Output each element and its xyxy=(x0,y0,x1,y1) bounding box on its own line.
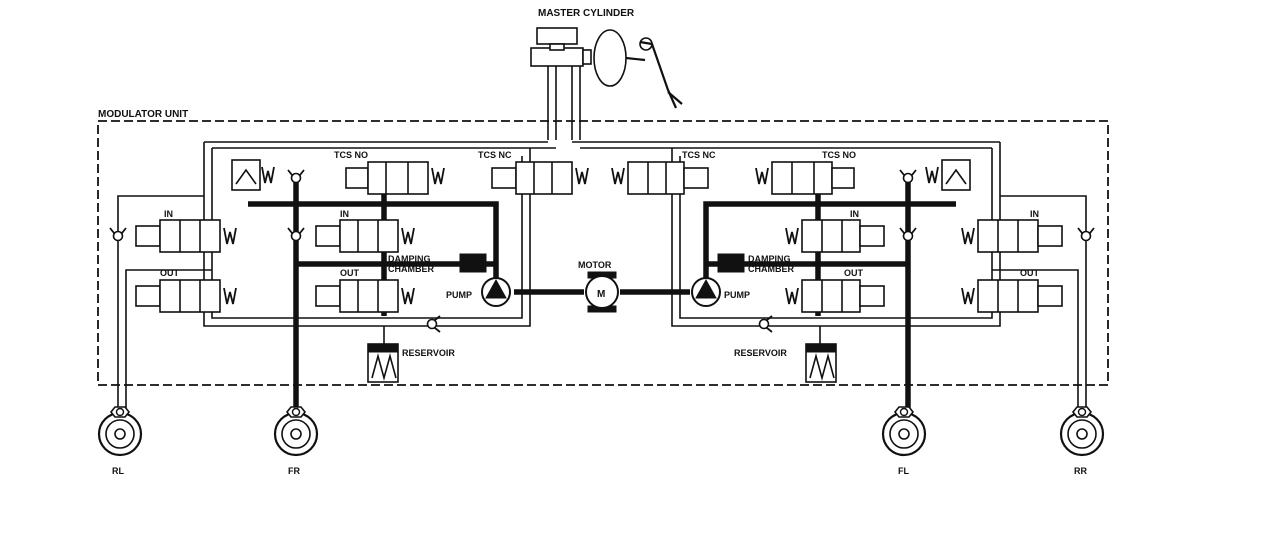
reservoir-right-label: RESERVOIR xyxy=(734,348,787,358)
damping-right-label-1: DAMPING xyxy=(748,254,791,264)
in-fr-label: IN xyxy=(340,209,349,219)
wheel-rr xyxy=(1059,405,1105,457)
tcs-nc-left-label: TCS NC xyxy=(478,150,512,160)
left-valve-bank xyxy=(135,159,589,313)
master-cylinder-label: MASTER CYLINDER xyxy=(538,8,635,19)
motor-label: MOTOR xyxy=(578,260,612,270)
pump-right-label: PUMP xyxy=(724,290,750,300)
wheel-rl xyxy=(97,405,143,457)
tcs-nc-right-label: TCS NC xyxy=(682,150,716,160)
wheel-fl xyxy=(881,405,927,457)
out-fl-label: OUT xyxy=(844,268,864,278)
pump-right xyxy=(691,277,721,307)
in-rr-label: IN xyxy=(1030,209,1039,219)
reservoir-left xyxy=(367,343,399,383)
reservoir-right xyxy=(805,343,837,383)
pump-left xyxy=(481,277,511,307)
damping-left-label-1: DAMPING xyxy=(388,254,431,264)
damping-right-label-2: CHAMBER xyxy=(748,264,794,274)
damping-left-label-2: CHAMBER xyxy=(388,264,434,274)
tcs-no-right-label: TCS NO xyxy=(822,150,856,160)
wheel-rr-label: RR xyxy=(1074,466,1087,476)
pump-left-label: PUMP xyxy=(446,290,472,300)
right-valve-bank xyxy=(611,159,1063,313)
wheel-fr-label: FR xyxy=(288,466,300,476)
wheel-rl-label: RL xyxy=(112,466,124,476)
in-fl-label: IN xyxy=(850,209,859,219)
hydraulic-lines-thin xyxy=(117,141,1087,420)
tcs-no-left-label: TCS NO xyxy=(334,150,368,160)
modulator-unit-label: MODULATOR UNIT xyxy=(98,109,188,120)
wheel-fr xyxy=(273,405,319,457)
reservoir-left-label: RESERVOIR xyxy=(402,348,455,358)
out-fr-label: OUT xyxy=(340,268,360,278)
in-rl-label: IN xyxy=(164,209,173,219)
damping-chamber-left xyxy=(459,253,487,273)
damping-chamber-right xyxy=(717,253,745,273)
wheel-fl-label: FL xyxy=(898,466,909,476)
motor xyxy=(585,271,619,313)
motor-symbol: M xyxy=(597,289,605,300)
master-cylinder-assembly xyxy=(530,27,683,140)
out-rl-label: OUT xyxy=(160,268,180,278)
out-rr-label: OUT xyxy=(1020,268,1040,278)
